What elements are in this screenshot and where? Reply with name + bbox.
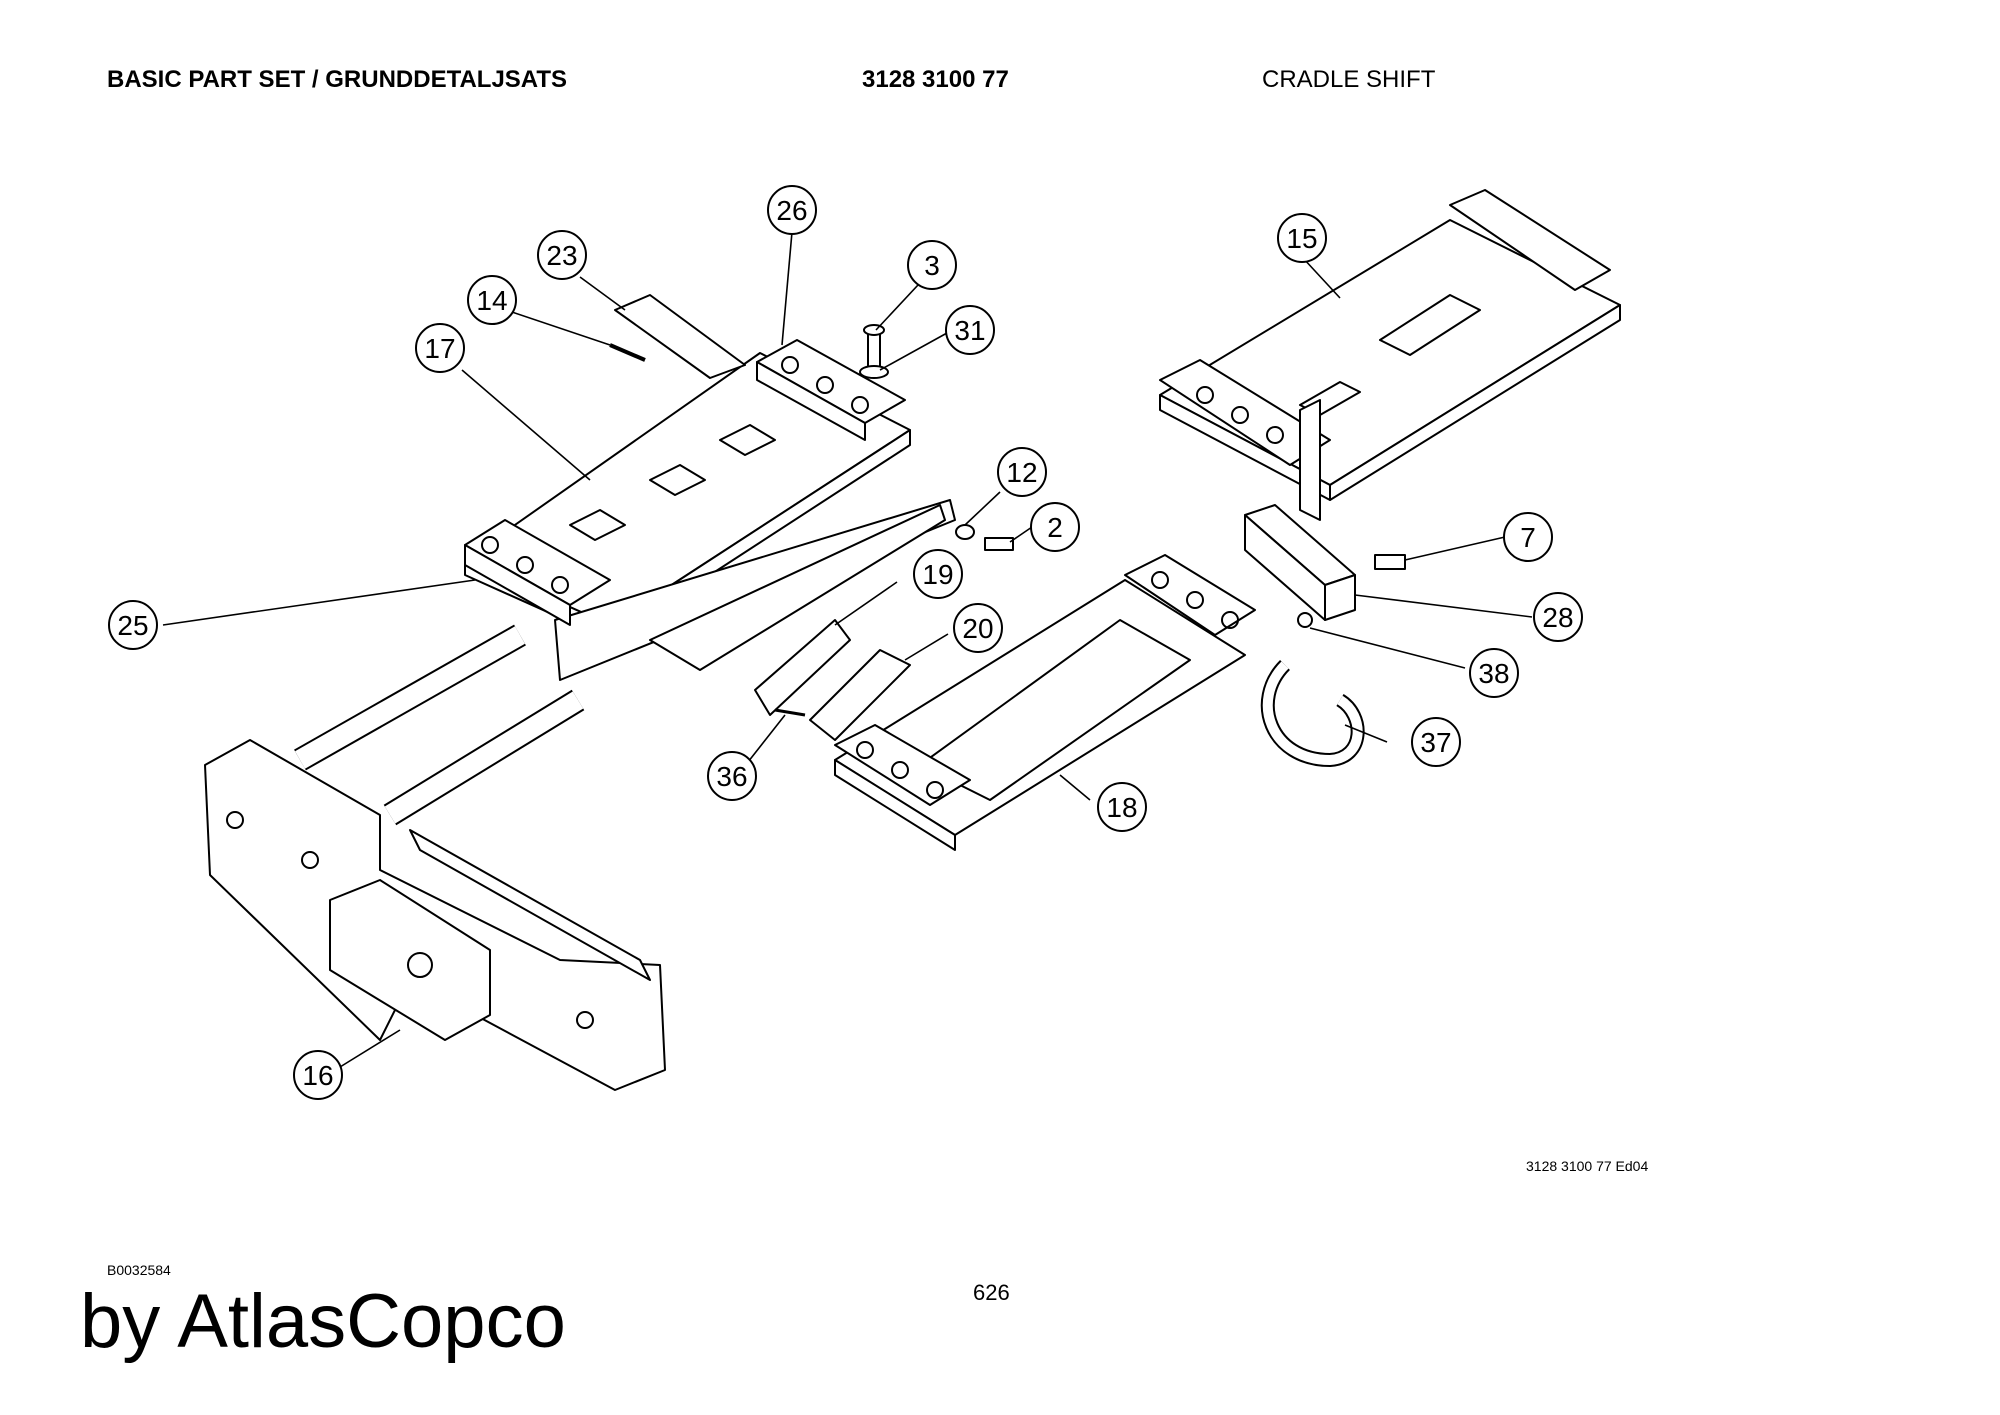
drawing-reference: 3128 3100 77 Ed04 (1526, 1158, 1649, 1174)
callout-25: 25 (108, 600, 158, 650)
callout-19: 19 (913, 549, 963, 599)
part-18-slide-frame (834, 554, 1256, 851)
callout-17: 17 (415, 323, 465, 373)
callout-2: 2 (1030, 502, 1080, 552)
page-title: BASIC PART SET / GRUNDDETALJSATS (107, 66, 568, 93)
callout-label: 14 (476, 285, 507, 316)
callout-36: 36 (707, 751, 757, 801)
callout-label: 2 (1047, 512, 1063, 543)
callout-3: 3 (907, 240, 957, 290)
callout-label: 28 (1542, 602, 1573, 633)
callout-16: 16 (293, 1050, 343, 1100)
callout-20: 20 (953, 603, 1003, 653)
callout-31: 31 (945, 305, 995, 355)
callout-label: 15 (1286, 223, 1317, 254)
callout-label: 19 (922, 559, 953, 590)
callout-7: 7 (1503, 512, 1553, 562)
part-17-carriage-plate (464, 339, 956, 681)
callout-label: 36 (716, 761, 747, 792)
callout-37: 37 (1411, 717, 1461, 767)
callout-label: 18 (1106, 792, 1137, 823)
callout-label: 31 (954, 315, 985, 346)
callout-label: 20 (962, 613, 993, 644)
document-code: B0032584 (107, 1262, 171, 1278)
callout-15: 15 (1277, 213, 1327, 263)
callout-label: 23 (546, 240, 577, 271)
callout-label: 7 (1520, 522, 1536, 553)
callout-label: 25 (117, 610, 148, 641)
callout-label: 16 (302, 1060, 333, 1091)
callout-label: 38 (1478, 658, 1509, 689)
callout-26: 26 (767, 185, 817, 235)
brand-watermark: by AtlasCopco (80, 1279, 566, 1364)
callout-label: 26 (776, 195, 807, 226)
callout-12: 12 (997, 447, 1047, 497)
callout-18: 18 (1097, 782, 1147, 832)
callout-label: 3 (924, 250, 940, 281)
callout-28: 28 (1533, 592, 1583, 642)
callout-label: 17 (424, 333, 455, 364)
part-15-cradle (1159, 189, 1621, 521)
callout-14: 14 (467, 275, 517, 325)
part-number: 3128 3100 77 (862, 66, 1009, 93)
callout-38: 38 (1469, 648, 1519, 698)
callout-label: 12 (1006, 457, 1037, 488)
callout-label: 37 (1420, 727, 1451, 758)
assembly-name: CRADLE SHIFT (1262, 66, 1436, 93)
page-number: 626 (973, 1280, 1010, 1305)
part-16-base-frame (204, 624, 666, 1091)
callout-23: 23 (537, 230, 587, 280)
